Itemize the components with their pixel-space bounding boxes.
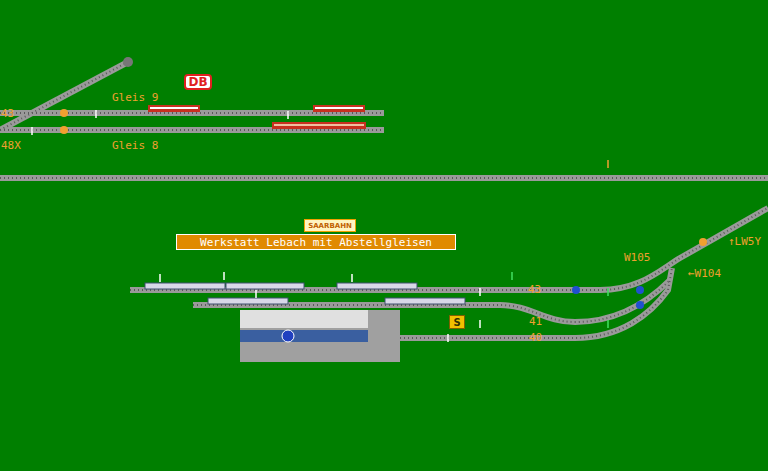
track-label: ↑LW5Y [728,236,761,248]
db-logo: DB [184,74,212,90]
node-text: S [453,317,460,328]
depot-building [240,310,400,362]
track-label: ←W104 [688,268,721,280]
track-label: Gleis 8 [112,140,158,152]
node-text: SAARBAHN [308,222,352,230]
track-label: 48X [1,140,21,152]
train [148,105,366,129]
node-text: Werkstatt Lebach mit Abstellgleisen [200,236,432,249]
track-label: Gleis 9 [112,92,158,104]
node-text: DB [188,75,207,89]
track-label: 43 [528,284,541,296]
station-sign: S [449,315,465,329]
track-label: 43 [1,108,14,120]
track-label: 40 [529,332,542,344]
depot-band: Werkstatt Lebach mit Abstellgleisen [176,234,456,250]
track-label: 41 [529,316,542,328]
saarbahn-logo: SAARBAHN [304,219,356,232]
track-label: W105 [624,252,651,264]
